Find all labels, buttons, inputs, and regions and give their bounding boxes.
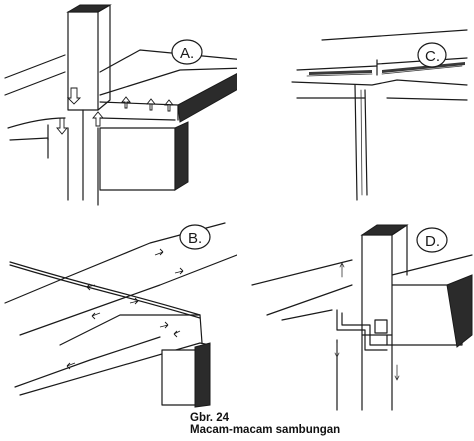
panel-d-diagram: D. [237,215,474,415]
arrow-right [154,248,164,256]
movement-arrow-up [121,96,131,109]
arrow-left [91,312,101,320]
dimension-arrow [394,364,400,381]
panel-a-label-circle [171,39,203,65]
arrow-left [173,330,181,338]
panel-c-label: C. [425,48,440,65]
beam-bottom-left [266,284,353,316]
beam-front-face [99,127,176,191]
panel-d-label-circle [416,227,448,253]
movement-arrow-up [164,99,174,112]
movement-arrow-down [66,87,82,105]
movement-arrow-down [56,117,68,135]
panel-a-label: A. [180,45,194,62]
joint-strip [306,65,463,77]
panel-b-drawing: B. [4,222,237,408]
joint-block [374,319,388,334]
arrow-left [66,362,76,370]
left-slab [9,137,49,159]
wall-joint-line [354,84,358,201]
column-side [391,224,408,276]
figure-caption: Gbr. 24 Macam-macam sambungan [190,412,390,436]
beam-top-left [251,259,353,286]
arrow-right [159,321,169,329]
beam-top-right [391,254,473,276]
wall-joint-gap [360,89,363,196]
figure-title: Macam-macam sambungan [190,424,341,436]
figure-number: Gbr. 24 [190,412,229,424]
slab-section-hatch [177,73,237,123]
panel-d-label: D. [425,233,440,250]
slab-top-line [296,65,378,71]
joint-arrows [66,248,184,370]
panel-a-diagram: A. [0,0,237,215]
arrow-left [86,283,96,291]
slab-edge-line [99,49,237,73]
stepped-joint-inner [341,312,388,346]
panel-b-diagram: B. [0,215,237,415]
panel-a-drawing: A. [4,4,237,206]
joint-filler-hatch [309,70,372,75]
lower-column [67,127,99,206]
panel-b-label: B. [188,230,202,247]
support-hatch [194,342,211,408]
lower-column [361,334,393,411]
panel-c-label-circle [417,42,447,68]
dimension-arrow [334,342,340,358]
slab-edge-line [4,54,66,79]
joint-line-horizontal [9,264,201,319]
slab-bottom-line [296,97,468,101]
movement-arrow-up [92,111,104,127]
slab-top-line [99,67,237,96]
beam-section-hatch [174,121,189,191]
arrow-right [129,297,139,305]
joint-line [59,314,201,346]
joint-line-horizontal [9,261,201,316]
slab-front-edge [291,79,468,86]
slab-front-edge [99,117,176,121]
column-side [97,4,111,111]
beam-edge [281,309,333,321]
joint-line-diagonal [19,254,237,336]
panel-c-drawing: C. [291,29,468,201]
arrow-right [174,267,184,275]
slab-front-edge [7,117,66,129]
beam-right-hatch [446,274,473,348]
panel-d-drawing: D. [251,224,473,411]
movement-arrow-up [146,98,156,111]
wall-joint-line [364,89,368,196]
panel-c-diagram: C. [237,0,474,215]
slab-corner [199,314,203,344]
slab-edge-line [4,71,66,96]
slab-back-edge [321,29,468,41]
panel-b-label-circle [179,224,211,250]
stepped-joint [336,309,388,351]
column-shaft [67,11,99,111]
dimension-arrow [339,262,345,278]
slab-front-edge [14,336,161,388]
joint-filler-hatch [382,62,465,73]
